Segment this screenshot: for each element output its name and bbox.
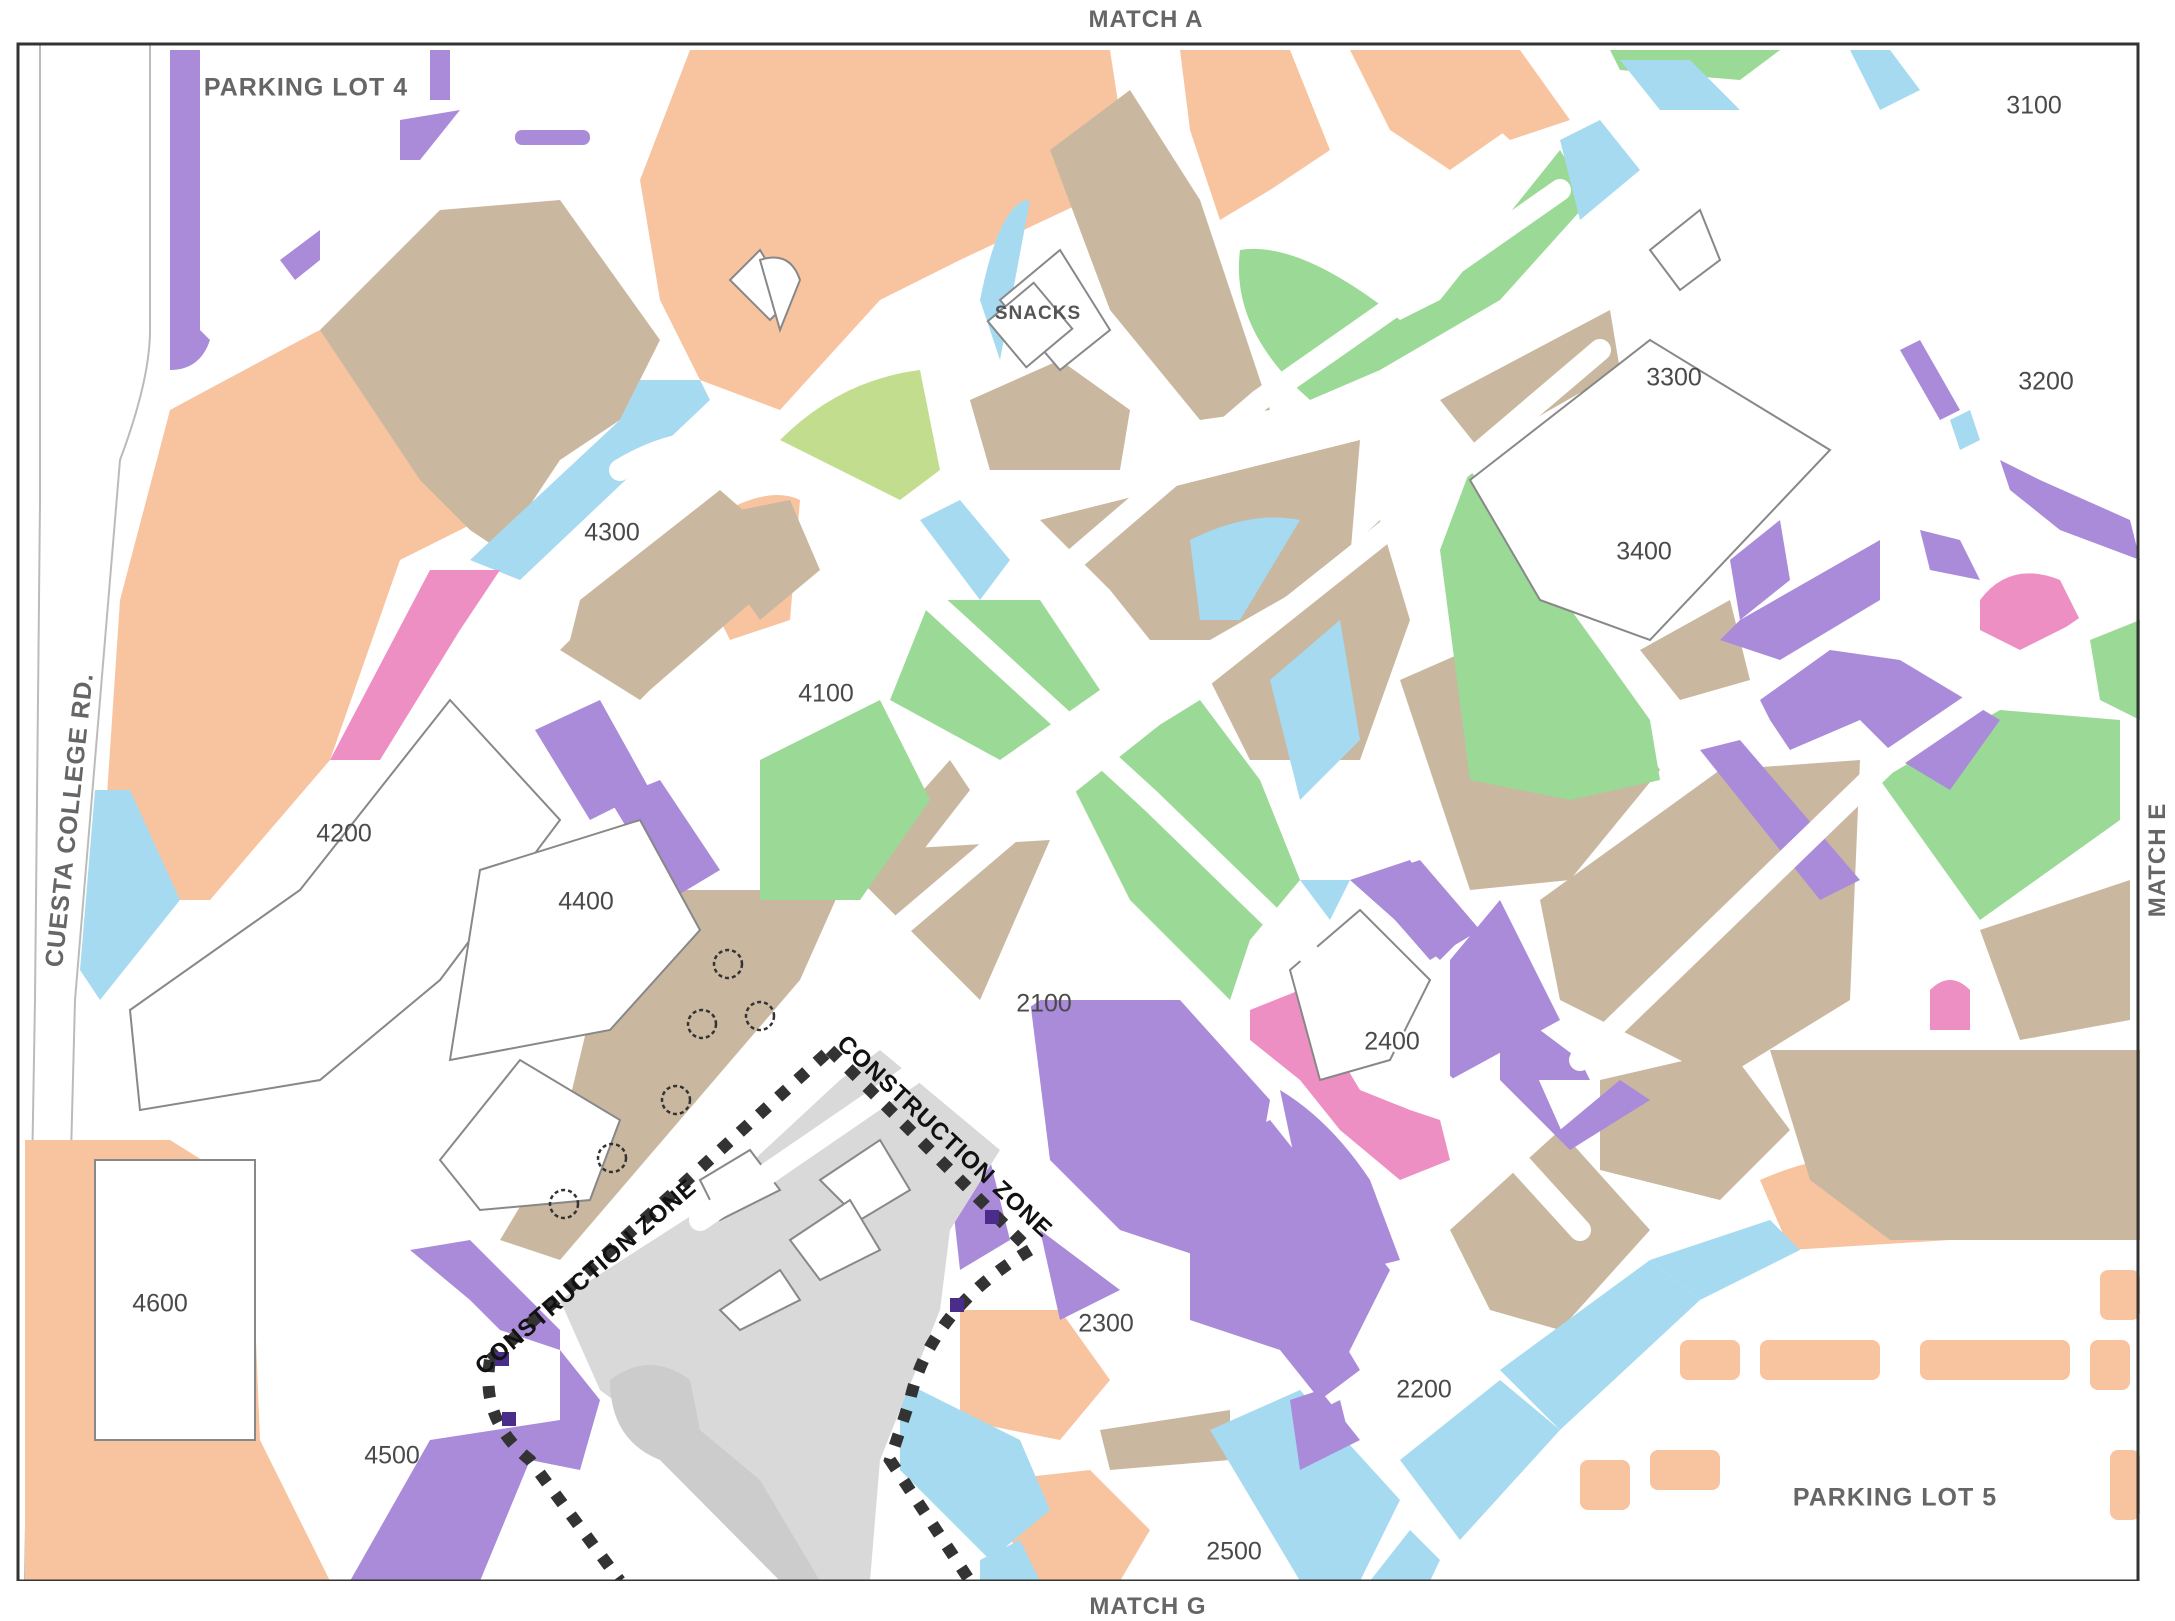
- tree-icon: [548, 1188, 580, 1220]
- road-edge: [59, 45, 151, 1582]
- blue-areas: [80, 50, 1980, 1581]
- tree-icon: [686, 1008, 718, 1040]
- tree-icon: [712, 948, 744, 980]
- building-3300: 3300: [1646, 363, 1702, 392]
- map-frame-contents: [0, 42, 2175, 1621]
- parking-lot-5-label: PARKING LOT 5: [1792, 1483, 1998, 1512]
- building-outlines: [94, 208, 1832, 1441]
- markers: [495, 1210, 999, 1426]
- tree-icon: [596, 1142, 628, 1174]
- walkway-dome: [610, 1365, 820, 1581]
- snacks-label: SNACKS: [994, 303, 1082, 324]
- streets: [609, 179, 2151, 1241]
- building-4100: 4100: [798, 679, 854, 708]
- tree-icon: [660, 1084, 692, 1116]
- trees: [548, 948, 776, 1220]
- building-2400: 2400: [1364, 1027, 1420, 1056]
- bottom-strip: [0, 1581, 2175, 1621]
- pink-areas: [330, 570, 2080, 1180]
- tree-icon: [744, 1000, 776, 1032]
- building-3200: 3200: [2018, 367, 2074, 396]
- building-2100: 2100: [1016, 989, 1072, 1018]
- match-bottom-label: MATCH G: [1089, 1593, 1207, 1620]
- building-3400: 3400: [1616, 537, 1672, 566]
- building-4200: 4200: [316, 819, 372, 848]
- building-2500: 2500: [1206, 1537, 1262, 1566]
- building-4300: 4300: [584, 518, 640, 547]
- tan-areas: [320, 90, 2140, 1470]
- building-3100: 3100: [2006, 91, 2062, 120]
- purple-areas: [170, 50, 2140, 1581]
- building-4600: 4600: [132, 1289, 188, 1318]
- match-right-label: MATCH E: [2144, 802, 2171, 918]
- lime-area: [780, 370, 940, 500]
- building-4500: 4500: [364, 1441, 420, 1470]
- building-2200: 2200: [1396, 1375, 1452, 1404]
- building-2300: 2300: [1078, 1309, 1134, 1338]
- match-top-label: MATCH A: [1088, 6, 1204, 33]
- building-4400: 4400: [558, 887, 614, 916]
- parking-lot-4-label: PARKING LOT 4: [203, 73, 409, 102]
